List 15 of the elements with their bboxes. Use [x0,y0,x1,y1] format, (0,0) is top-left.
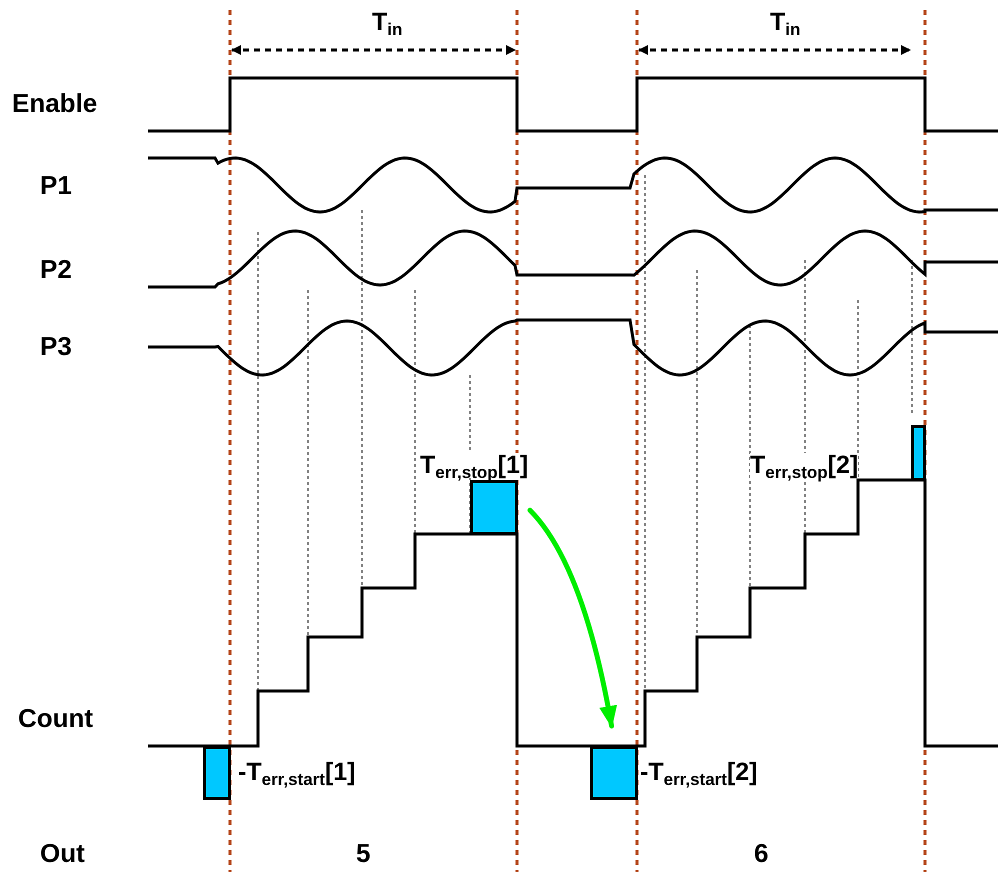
error-interval-box [590,746,638,800]
error-interval-box [470,480,518,535]
duration-label: T$_{in}$ [372,10,402,35]
error-interval-box [203,746,231,800]
output-value: 6 [754,840,768,866]
signal-name: P1 [40,172,72,198]
signal-name: Count [18,705,94,731]
error-interval-box [911,425,926,481]
signal-name: Out [40,840,85,866]
signal-name: P3 [40,333,72,359]
signal-name: P2 [40,256,72,282]
duration-label: T$_{in}$ [770,10,800,35]
output-value: 5 [356,840,370,866]
signal-name: Enable [12,90,98,116]
arrow [528,508,617,728]
